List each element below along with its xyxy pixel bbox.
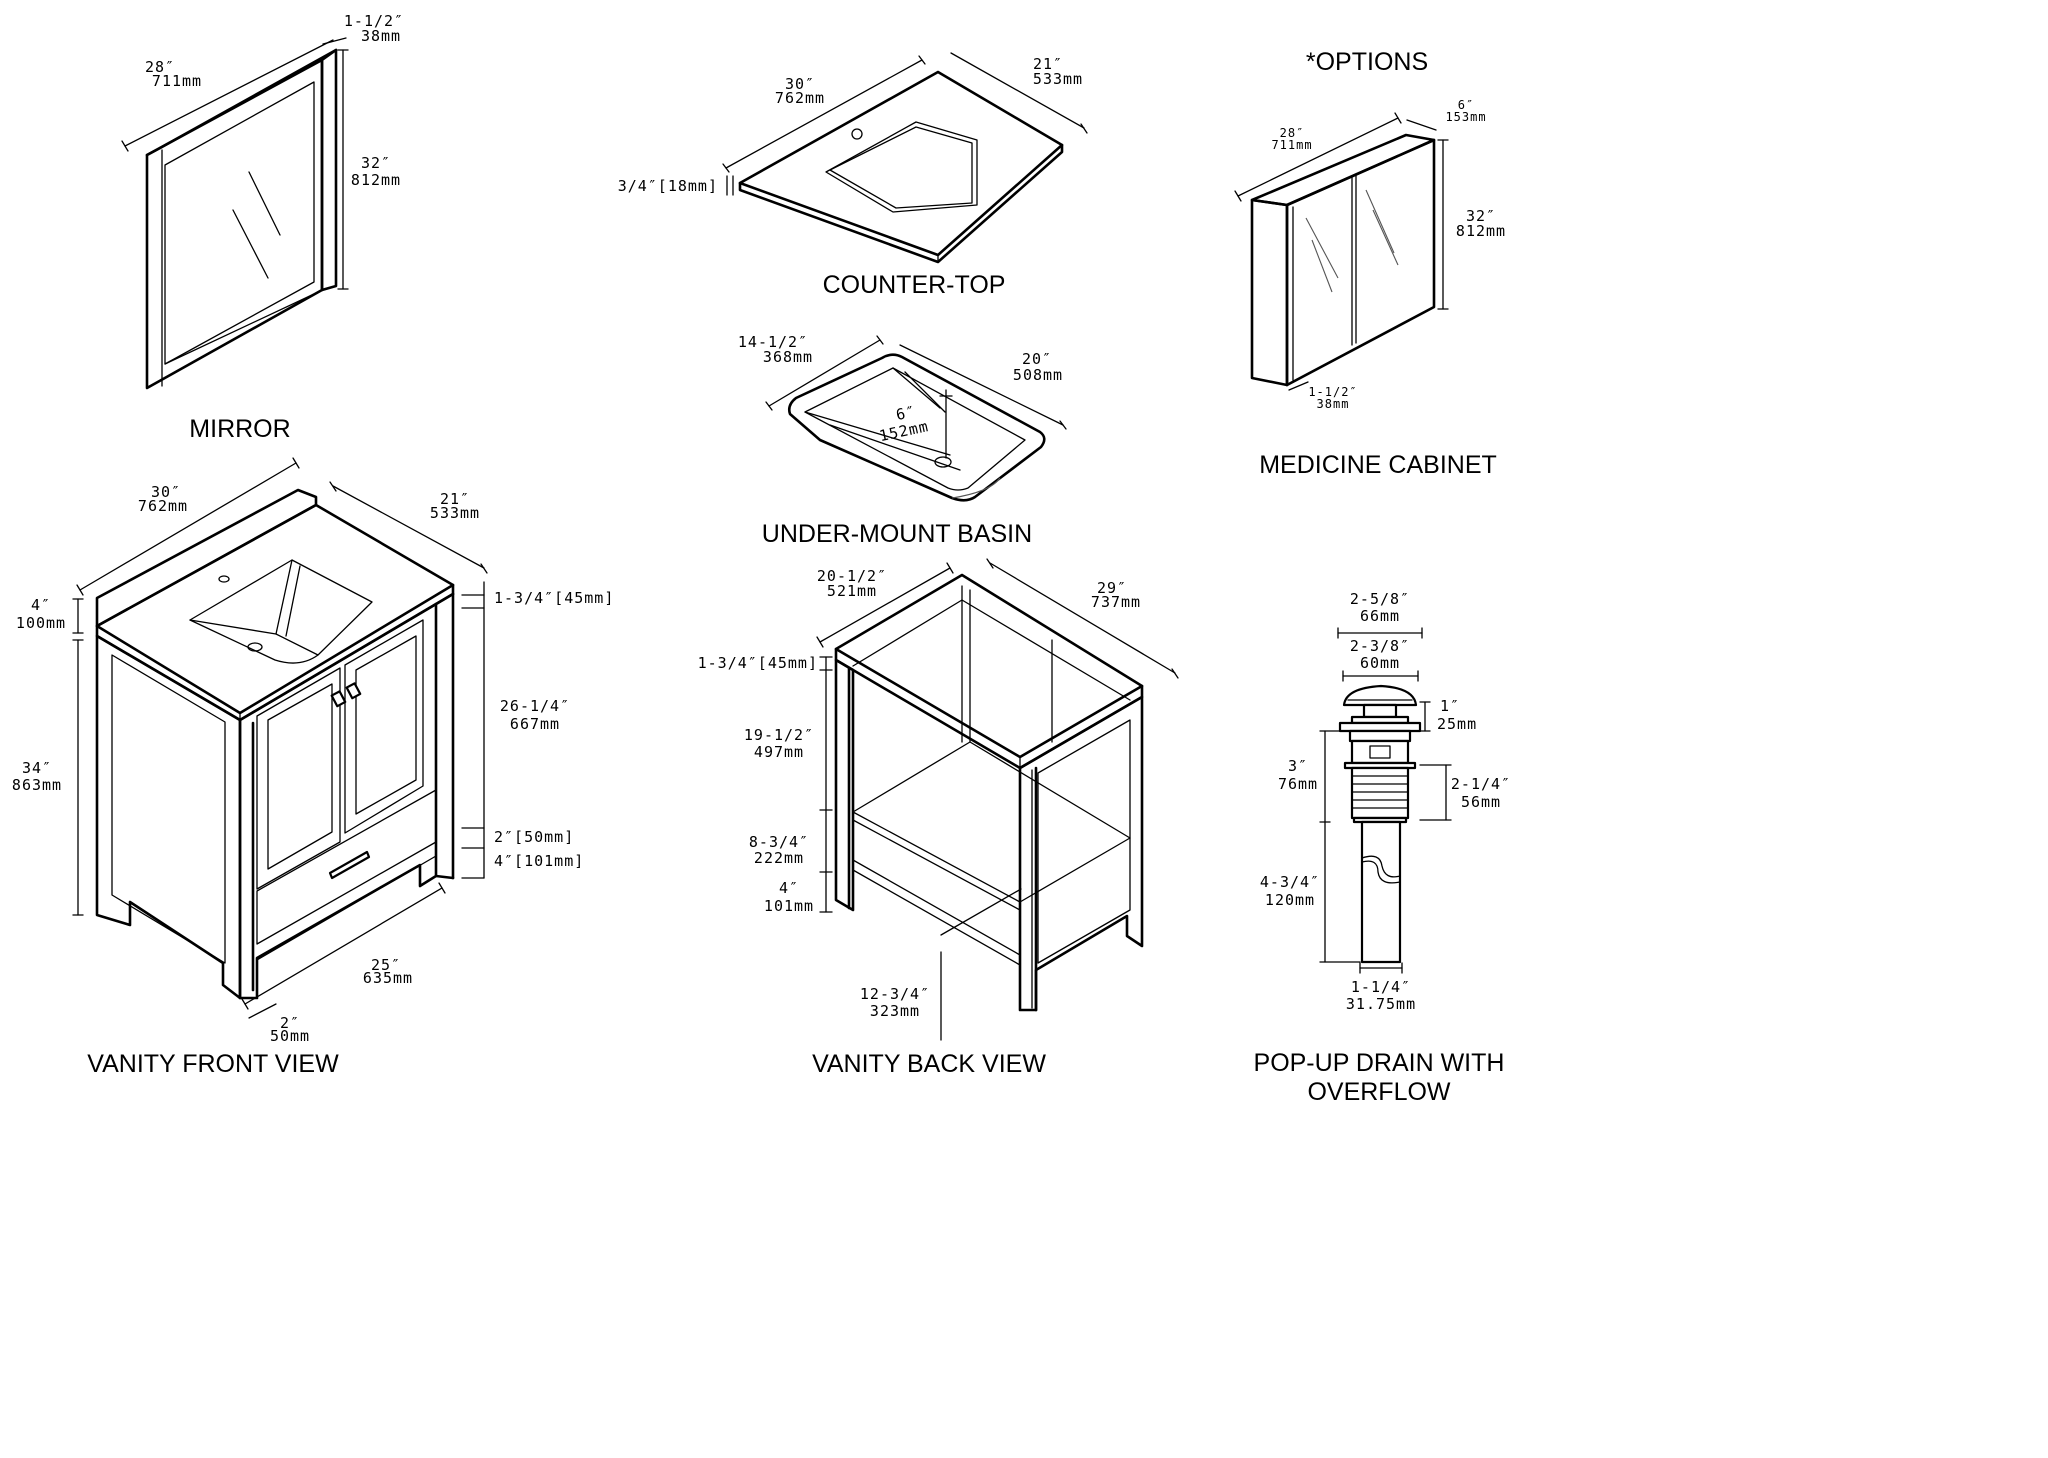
vanity-front-rail: 2″[50mm] xyxy=(494,828,574,846)
countertop-width-mm: 762mm xyxy=(775,89,825,107)
drain-title-line1: POP-UP DRAIN WITH xyxy=(1254,1049,1505,1077)
cabinet-width-mm: 711mm xyxy=(1271,138,1312,152)
vanity-front-width-in: 30″ xyxy=(151,483,181,501)
vanity-back-toe-mm: 101mm xyxy=(764,897,814,915)
vanity-front-door-mm: 667mm xyxy=(510,715,560,733)
vanity-back-toe-in: 4″ xyxy=(779,879,799,897)
cabinet-depth-in: 6″ xyxy=(1458,98,1474,112)
countertop-thickness: 3/4″[18mm] xyxy=(618,177,718,195)
cabinet-height-in: 32″ xyxy=(1466,207,1496,225)
vanity-front-base-in: 25″ xyxy=(371,956,401,974)
basin-depth-in: 6″ xyxy=(894,402,917,424)
mirror-depth-mm: 38mm xyxy=(361,27,401,45)
drain-cap-mm: 60mm xyxy=(1360,654,1400,672)
vanity-front-toe: 4″[101mm] xyxy=(494,852,584,870)
vanity-front-width-mm: 762mm xyxy=(138,497,188,515)
countertop-title: COUNTER-TOP xyxy=(823,271,1006,299)
mirror-height-mm: 812mm xyxy=(351,171,401,189)
vanity-front-height-in: 34″ xyxy=(22,759,52,777)
drain-body-mm: 76mm xyxy=(1278,775,1318,793)
cabinet-height-mm: 812mm xyxy=(1456,222,1506,240)
medicine-cabinet-title: MEDICINE CABINET xyxy=(1259,451,1497,479)
drain-cap-h-in: 1″ xyxy=(1440,697,1460,715)
drain-flange-mm: 66mm xyxy=(1360,607,1400,625)
vanity-front-drawing xyxy=(72,457,488,1019)
vanity-back-depth-in: 29″ xyxy=(1097,579,1127,597)
drain-pipe-mm: 31.75mm xyxy=(1346,995,1416,1013)
basin-width-in: 14-1/2″ xyxy=(738,333,808,351)
vanity-back-width-mm: 521mm xyxy=(827,582,877,600)
drain-thread-mm: 56mm xyxy=(1461,793,1501,811)
mirror-drawing xyxy=(121,37,349,390)
vanity-back-mid-in: 8-3/4″ xyxy=(749,833,809,851)
mirror-width-in: 28″ xyxy=(145,58,175,76)
drain-pipe-in: 1-1/4″ xyxy=(1351,978,1411,996)
basin-length-mm: 508mm xyxy=(1013,366,1063,384)
medicine-cabinet-drawing xyxy=(1234,112,1449,391)
vanity-front-base-mm: 635mm xyxy=(363,969,413,987)
drain-flange-in: 2-5/8″ xyxy=(1350,590,1410,608)
countertop-depth-mm: 533mm xyxy=(1033,70,1083,88)
vanity-front-top: 1-3/4″[45mm] xyxy=(494,589,614,607)
countertop-width-in: 30″ xyxy=(785,75,815,93)
mirror-depth-in: 1-1/2″ xyxy=(344,12,404,30)
vanity-back-upper-in: 19-1/2″ xyxy=(744,726,814,744)
vanity-front-height-mm: 863mm xyxy=(12,776,62,794)
drain-title-line2: OVERFLOW xyxy=(1307,1078,1450,1104)
vanity-back-upper-mm: 497mm xyxy=(754,743,804,761)
drain-cap-h-mm: 25mm xyxy=(1437,715,1477,733)
vanity-front-depth-mm: 533mm xyxy=(430,504,480,522)
vanity-front-title: VANITY FRONT VIEW xyxy=(87,1050,339,1078)
cabinet-frame-mm: 38mm xyxy=(1317,397,1350,411)
drain-body-in: 3″ xyxy=(1288,757,1308,775)
spec-sheet: 28″ 711mm 1-1/2″ 38mm 32″ 812mm MIRROR 3… xyxy=(12,12,1511,1104)
drain-tail-mm: 120mm xyxy=(1265,891,1315,909)
vanity-back-title: VANITY BACK VIEW xyxy=(812,1050,1046,1078)
drain-thread-in: 2-1/4″ xyxy=(1451,775,1511,793)
drain-tail-in: 4-3/4″ xyxy=(1260,873,1320,891)
cabinet-depth-mm: 153mm xyxy=(1445,110,1486,124)
vanity-front-depth-in: 21″ xyxy=(440,490,470,508)
basin-drawing xyxy=(765,335,1067,502)
vanity-back-width-in: 20-1/2″ xyxy=(817,567,887,585)
countertop-depth-in: 21″ xyxy=(1033,55,1063,73)
vanity-back-depth-mm: 737mm xyxy=(1091,593,1141,611)
basin-width-mm: 368mm xyxy=(763,348,813,366)
drain-drawing xyxy=(1319,627,1452,974)
cabinet-frame-in: 1-1/2″ xyxy=(1308,385,1357,399)
vanity-front-leg-in: 2″ xyxy=(280,1014,300,1032)
vanity-back-top: 1-3/4″[45mm] xyxy=(698,654,818,672)
countertop-drawing xyxy=(722,52,1088,264)
cabinet-width-in: 28″ xyxy=(1280,126,1305,140)
vanity-back-drawing xyxy=(816,558,1179,1041)
vanity-back-shelf-in: 12-3/4″ xyxy=(860,985,930,1003)
vanity-front-backsplash-in: 4″ xyxy=(31,596,51,614)
vanity-back-mid-mm: 222mm xyxy=(754,849,804,867)
basin-length-in: 20″ xyxy=(1022,350,1052,368)
vanity-front-leg-mm: 50mm xyxy=(270,1027,310,1045)
mirror-width-mm: 711mm xyxy=(152,72,202,90)
vanity-front-backsplash-mm: 100mm xyxy=(16,614,66,632)
options-heading: *OPTIONS xyxy=(1306,48,1428,76)
vanity-front-door-in: 26-1/4″ xyxy=(500,697,570,715)
mirror-title: MIRROR xyxy=(189,415,290,443)
basin-title: UNDER-MOUNT BASIN xyxy=(762,520,1032,548)
drain-cap-in: 2-3/8″ xyxy=(1350,637,1410,655)
mirror-height-in: 32″ xyxy=(361,154,391,172)
vanity-back-shelf-mm: 323mm xyxy=(870,1002,920,1020)
